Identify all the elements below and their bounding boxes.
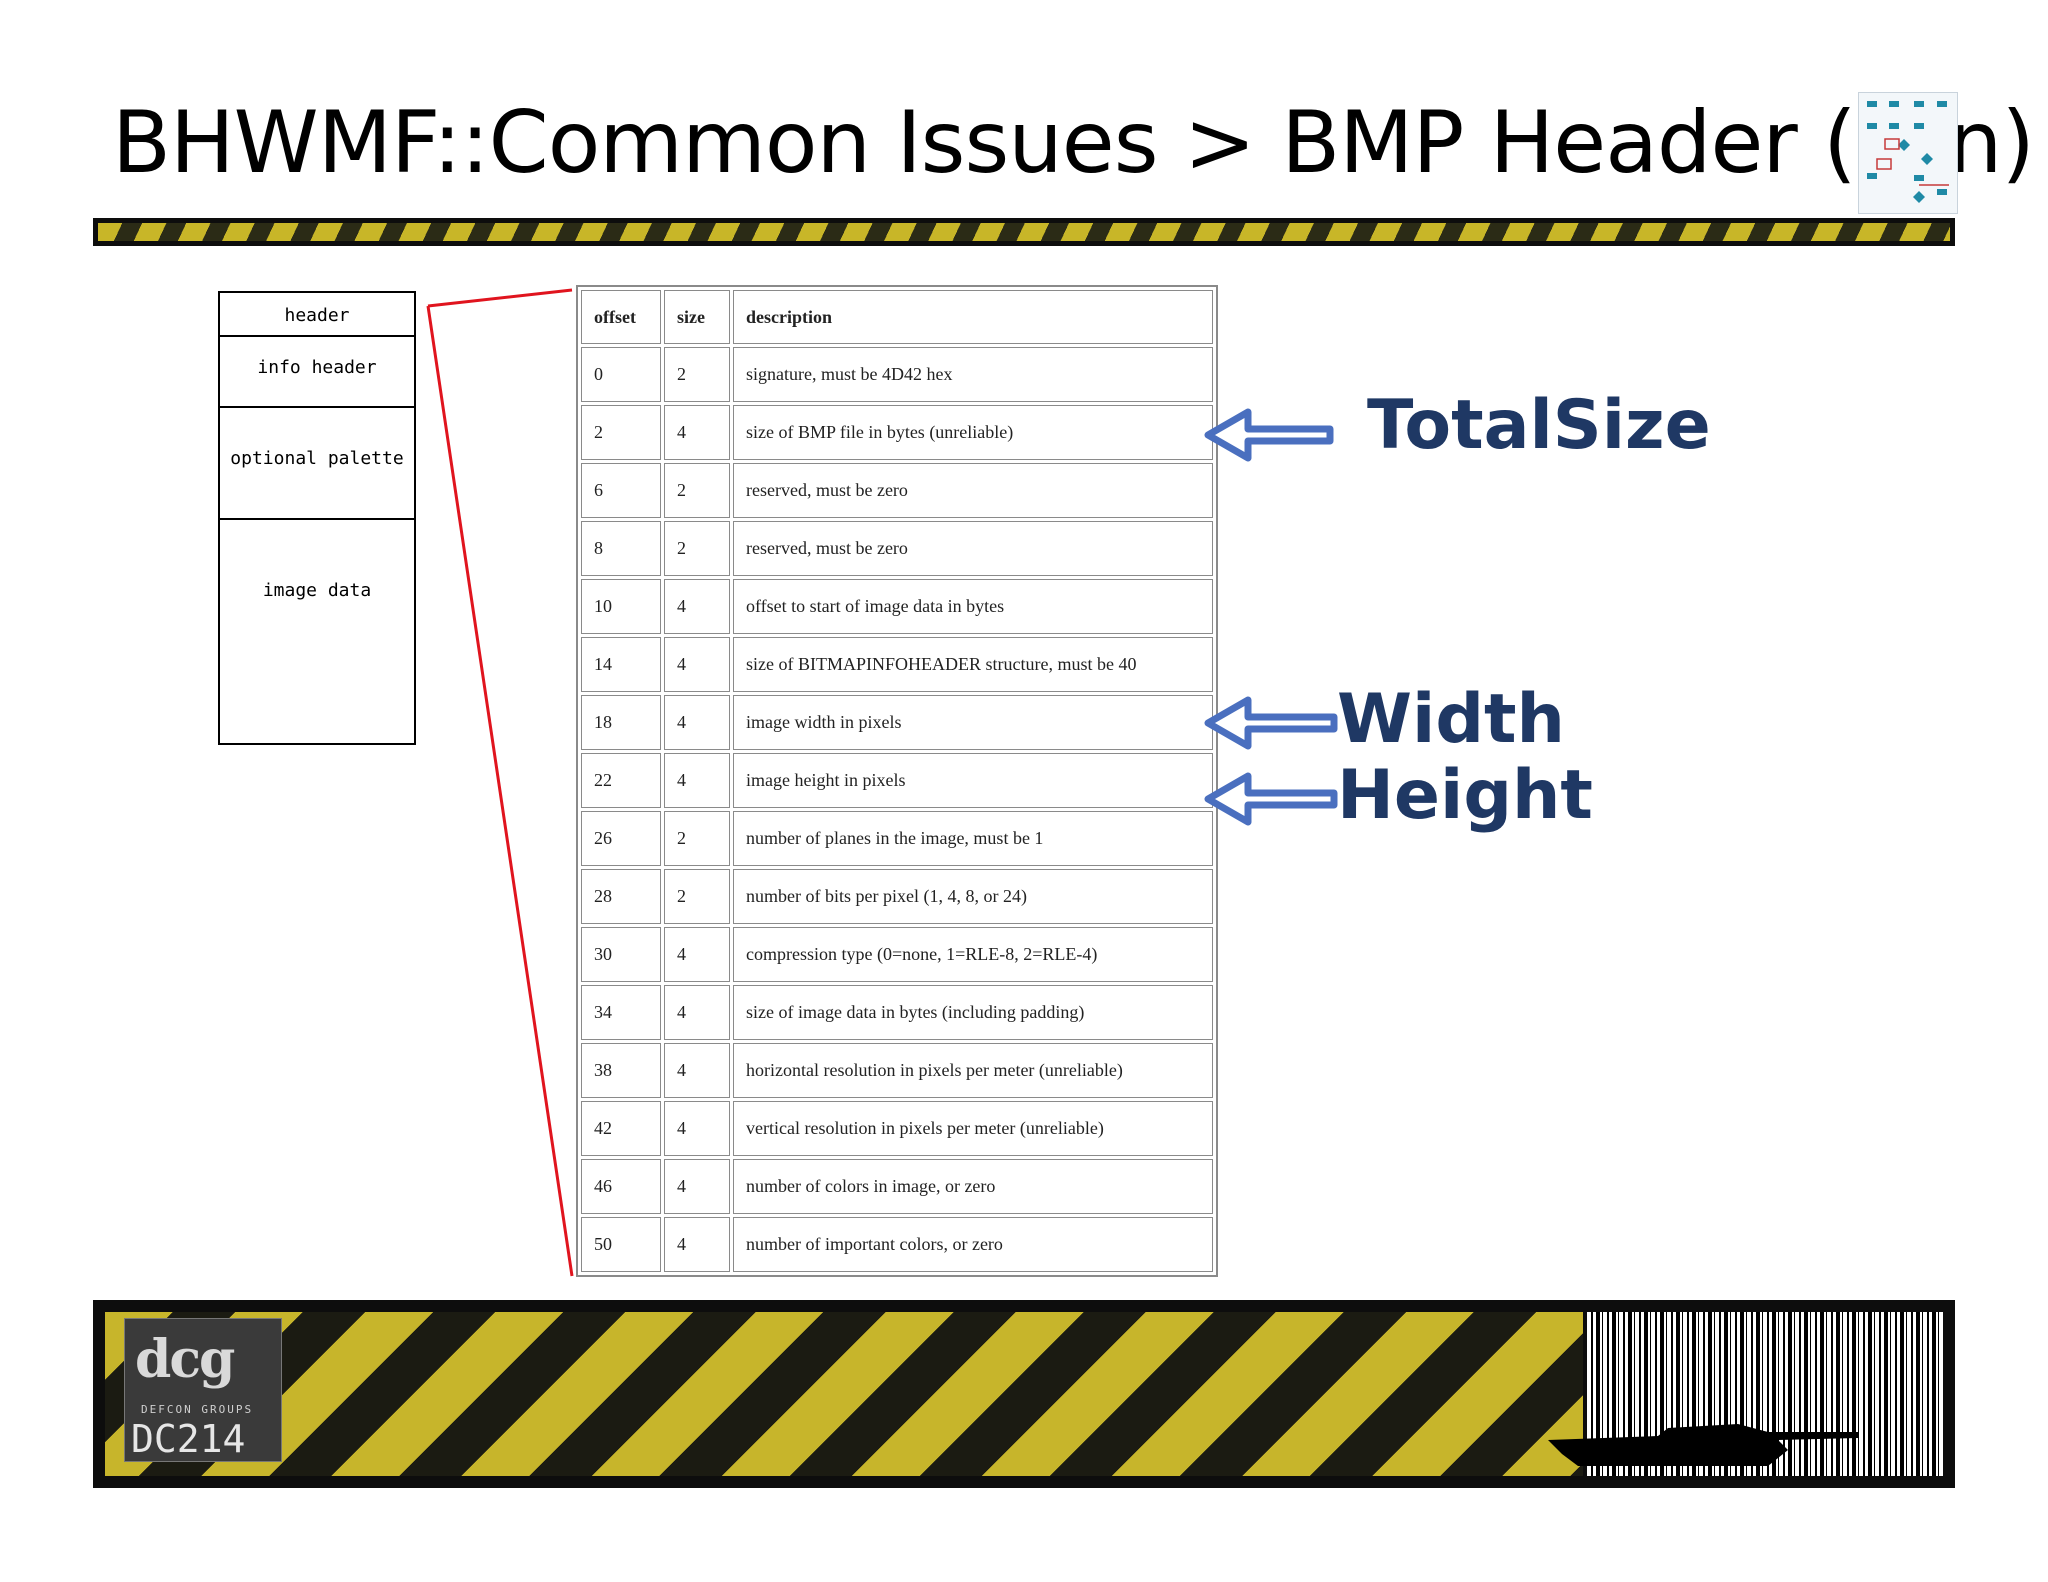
logo-caption: DEFCON GROUPS	[141, 1403, 254, 1416]
cell-description: size of BMP file in bytes (unreliable)	[733, 405, 1213, 460]
cell-size: 4	[664, 405, 730, 460]
cell-description: reserved, must be zero	[733, 463, 1213, 518]
cell-offset: 6	[581, 463, 661, 518]
arrow-left-icon	[1204, 772, 1338, 826]
cell-offset: 42	[581, 1101, 661, 1156]
cell-size: 4	[664, 695, 730, 750]
cell-offset: 2	[581, 405, 661, 460]
dc214-logo: dcg DEFCON GROUPS DC214	[124, 1318, 282, 1462]
cell-size: 2	[664, 521, 730, 576]
cell-size: 4	[664, 1043, 730, 1098]
cell-size: 2	[664, 347, 730, 402]
logo-code: DC214	[131, 1417, 246, 1461]
cell-size: 4	[664, 637, 730, 692]
cell-size: 4	[664, 927, 730, 982]
cell-description: compression type (0=none, 1=RLE-8, 2=RLE…	[733, 927, 1213, 982]
cell-size: 2	[664, 463, 730, 518]
layout-segment-info-header: info header	[220, 337, 414, 408]
cell-description: size of BITMAPINFOHEADER structure, must…	[733, 637, 1213, 692]
cell-offset: 50	[581, 1217, 661, 1272]
bmp-layout-diagram: header info header optional palette imag…	[218, 291, 416, 745]
cell-description: number of important colors, or zero	[733, 1217, 1213, 1272]
annotation-totalsize: TotalSize	[1367, 386, 1711, 465]
cell-offset: 8	[581, 521, 661, 576]
cell-size: 4	[664, 1217, 730, 1272]
hazard-stripe-divider	[93, 218, 1955, 246]
cell-size: 4	[664, 753, 730, 808]
hazard-stripes	[105, 1312, 1583, 1476]
cell-description: number of planes in the image, must be 1	[733, 811, 1213, 866]
cell-offset: 10	[581, 579, 661, 634]
cell-size: 2	[664, 811, 730, 866]
cell-offset: 46	[581, 1159, 661, 1214]
cell-offset: 28	[581, 869, 661, 924]
column-header-offset: offset	[581, 290, 661, 344]
cell-offset: 38	[581, 1043, 661, 1098]
slide-title: BHWMF::Common Issues > BMP Header (win)	[112, 93, 2035, 193]
cell-offset: 0	[581, 347, 661, 402]
cell-size: 4	[664, 1159, 730, 1214]
cell-description: size of image data in bytes (including p…	[733, 985, 1213, 1040]
layout-segment-image-data: image data	[262, 580, 372, 601]
annotation-height: Height	[1337, 756, 1593, 835]
cell-offset: 18	[581, 695, 661, 750]
cell-size: 4	[664, 1101, 730, 1156]
cell-size: 4	[664, 985, 730, 1040]
cell-size: 2	[664, 869, 730, 924]
cell-description: horizontal resolution in pixels per mete…	[733, 1043, 1213, 1098]
layout-segment-header: header	[220, 293, 414, 337]
cell-offset: 22	[581, 753, 661, 808]
cell-description: image width in pixels	[733, 695, 1213, 750]
red-connector-lines	[426, 288, 574, 1277]
annotation-width: Width	[1337, 680, 1565, 759]
flowchart-thumbnail-icon	[1858, 92, 1958, 214]
cell-description: image height in pixels	[733, 753, 1213, 808]
column-header-description: description	[733, 290, 1213, 344]
tank-silhouette-icon	[1548, 1424, 1858, 1466]
cell-description: vertical resolution in pixels per meter …	[733, 1101, 1213, 1156]
table-header-row: offset size description	[581, 290, 1213, 344]
cell-description: signature, must be 4D42 hex	[733, 347, 1213, 402]
cell-description: reserved, must be zero	[733, 521, 1213, 576]
cell-offset: 14	[581, 637, 661, 692]
cell-size: 4	[664, 579, 730, 634]
column-header-size: size	[664, 290, 730, 344]
cell-offset: 30	[581, 927, 661, 982]
arrow-left-icon	[1204, 696, 1338, 750]
cell-offset: 34	[581, 985, 661, 1040]
layout-segment-optional-palette: optional palette	[220, 408, 414, 520]
cell-offset: 26	[581, 811, 661, 866]
cell-description: offset to start of image data in bytes	[733, 579, 1213, 634]
cell-description: number of bits per pixel (1, 4, 8, or 24…	[733, 869, 1213, 924]
cell-description: number of colors in image, or zero	[733, 1159, 1213, 1214]
arrow-left-icon	[1204, 408, 1334, 462]
footer-hazard-banner	[93, 1300, 1955, 1488]
